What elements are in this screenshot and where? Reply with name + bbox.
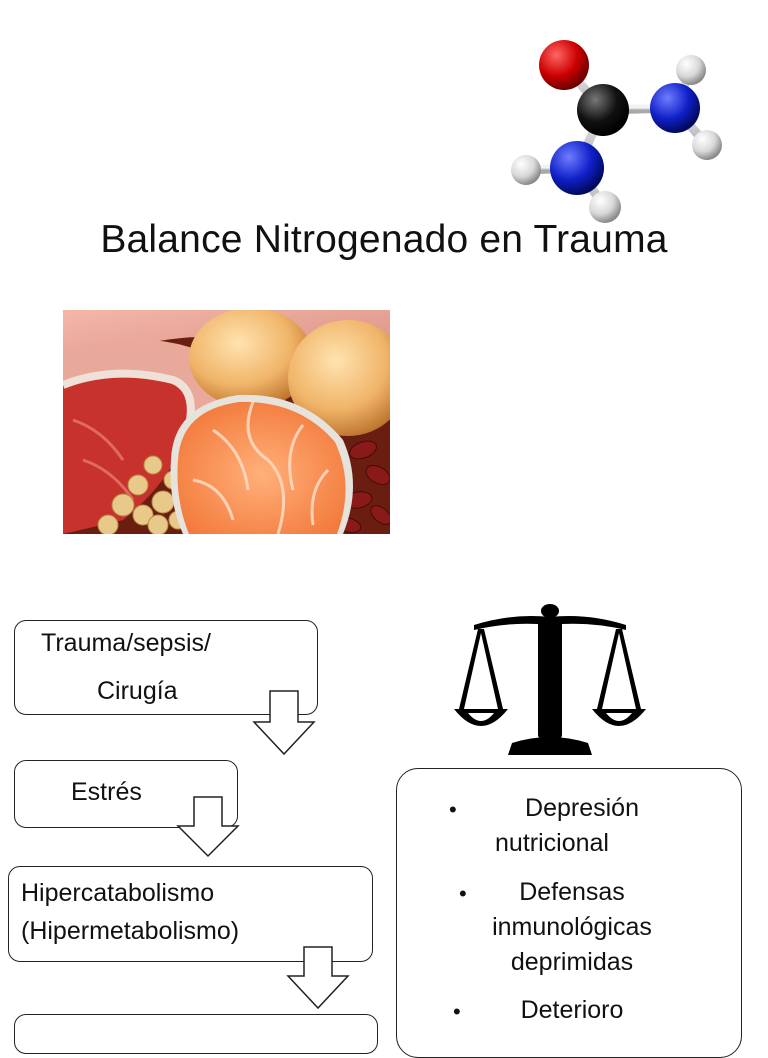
- down-arrow-icon: [286, 946, 350, 1010]
- flow-box-trauma-line1: Trauma/sepsis/: [41, 629, 211, 657]
- page-title: Balance Nitrogenado en Trauma: [100, 218, 668, 261]
- down-arrow-icon: [176, 796, 240, 858]
- flow-box-stress-label: Estrés: [71, 778, 142, 806]
- flow-box-trauma-line2: Cirugía: [97, 677, 178, 705]
- bullet: •: [449, 797, 457, 822]
- flow-box-next: [14, 1014, 378, 1054]
- urea-molecule-icon: [511, 40, 722, 223]
- flow-box-trauma: Trauma/sepsis/ Cirugía: [14, 620, 318, 715]
- consequence-item: nutricional: [495, 829, 609, 857]
- consequence-item: Defensas: [519, 878, 625, 906]
- down-arrow-icon: [252, 690, 316, 756]
- bullet: •: [453, 999, 461, 1024]
- flow-box-hypercatabolism-line2: (Hipermetabolismo): [21, 917, 240, 945]
- balance-scale-icon: [454, 604, 646, 755]
- flow-box-hypercatabolism: Hipercatabolismo (Hipermetabolismo): [8, 866, 373, 962]
- consequence-item: Deterioro: [520, 996, 624, 1024]
- consequence-item: inmunológicas: [492, 913, 652, 941]
- flow-box-hypercatabolism-line1: Hipercatabolismo: [21, 879, 215, 907]
- consequence-item: deprimidas: [510, 948, 634, 976]
- consequences-box: • Depresión nutricional • Defensas inmun…: [396, 768, 742, 1058]
- protein-foods-image: [63, 310, 390, 534]
- consequence-item: Depresión: [525, 794, 639, 822]
- bullet: •: [459, 881, 467, 906]
